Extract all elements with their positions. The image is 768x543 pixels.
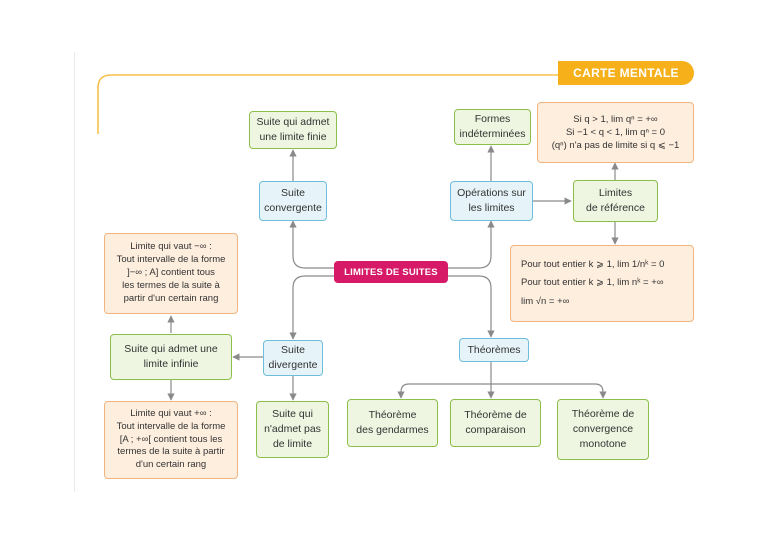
central-topic: LIMITES DE SUITES	[334, 261, 448, 283]
carte-mentale-title: CARTE MENTALE	[558, 61, 694, 85]
header-bracket-line	[97, 74, 560, 134]
node-theoreme-gendarmes: Théorème des gendarmes	[347, 399, 438, 447]
node-formes-indeterminees: Formes indéterminées	[454, 109, 531, 145]
link-center-divergente	[289, 275, 334, 340]
node-suite-divergente: Suite divergente	[263, 340, 323, 376]
link-center-convergente	[289, 220, 334, 269]
node-reference-puissances: Pour tout entier k ⩾ 1, lim 1/nᵏ = 0 Pou…	[510, 245, 694, 322]
link-center-theoremes	[448, 275, 495, 338]
node-limite-plus-infini: Limite qui vaut +∞ : Tout intervalle de …	[104, 401, 238, 479]
node-limite-moins-infini: Limite qui vaut −∞ : Tout intervalle de …	[104, 233, 238, 314]
page-edge	[74, 52, 75, 492]
node-pas-de-limite: Suite qui n'admet pas de limite	[256, 401, 329, 458]
node-theoreme-comparaison: Théorème de comparaison	[450, 399, 541, 447]
node-theoremes: Théorèmes	[459, 338, 529, 362]
node-reference-geometrique: Si q > 1, lim qⁿ = +∞ Si −1 < q < 1, lim…	[537, 102, 694, 163]
link-center-operations	[448, 220, 495, 269]
node-limite-infinie: Suite qui admet une limite infinie	[110, 334, 232, 380]
link-theoremes-gendarmes	[397, 383, 607, 399]
node-limites-reference: Limites de référence	[573, 180, 658, 222]
node-limite-finie: Suite qui admet une limite finie	[249, 111, 337, 149]
node-theoreme-convergence-monotone: Théorème de convergence monotone	[557, 399, 649, 460]
node-operations-limites: Opérations sur les limites	[450, 181, 533, 221]
node-suite-convergente: Suite convergente	[259, 181, 327, 221]
